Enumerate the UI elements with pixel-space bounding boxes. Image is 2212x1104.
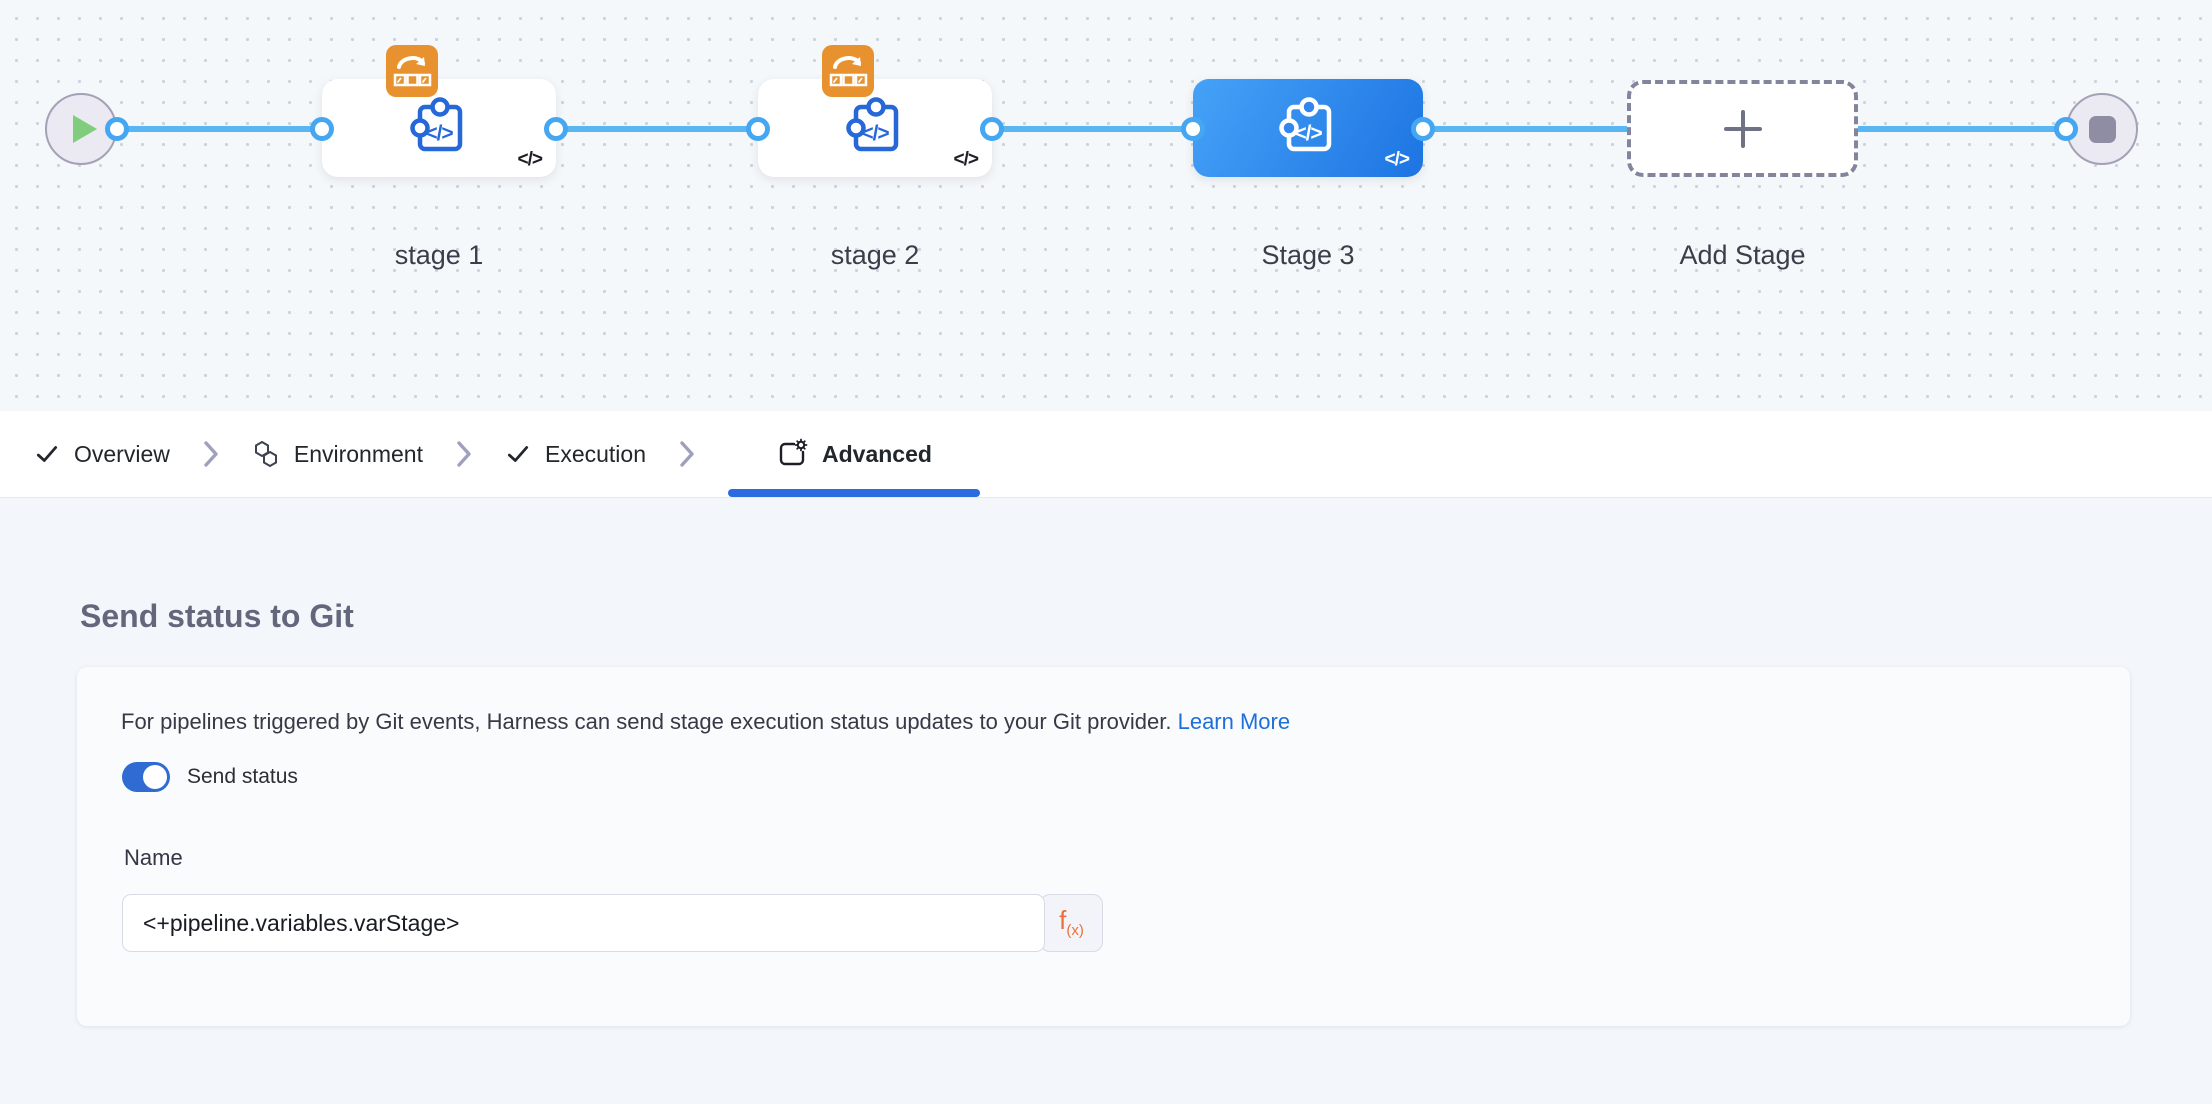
expression-button[interactable]: f(x) bbox=[1040, 894, 1103, 952]
card-description: For pipelines triggered by Git events, H… bbox=[121, 709, 1290, 735]
tab-label: Advanced bbox=[822, 440, 932, 467]
edge-stage3-addstage bbox=[1423, 126, 1631, 132]
port[interactable] bbox=[1411, 117, 1435, 141]
edge-stage2-stage3 bbox=[992, 126, 1193, 132]
send-status-toggle[interactable] bbox=[122, 762, 170, 792]
name-input-group: f(x) bbox=[122, 894, 1103, 952]
tab-overview[interactable]: Overview bbox=[34, 411, 170, 497]
panel-heading: Send status to Git bbox=[80, 598, 354, 634]
send-status-card: For pipelines triggered by Git events, H… bbox=[77, 667, 2130, 1026]
send-status-toggle-row: Send status bbox=[122, 762, 298, 792]
custom-stage-icon: </> bbox=[407, 96, 471, 160]
plus-icon bbox=[1723, 109, 1762, 148]
stage-label[interactable]: Stage 3 bbox=[1261, 240, 1355, 270]
port[interactable] bbox=[544, 117, 568, 141]
stop-icon bbox=[2088, 115, 2116, 143]
pipeline-canvas[interactable]: </> </> </> </> bbox=[0, 0, 2212, 411]
fx-expression-icon: f(x) bbox=[1059, 905, 1084, 940]
name-field-label: Name bbox=[124, 845, 183, 870]
port[interactable] bbox=[310, 117, 334, 141]
advanced-gear-icon bbox=[776, 438, 808, 470]
port[interactable] bbox=[1181, 117, 1205, 141]
environment-icon bbox=[252, 439, 280, 469]
active-tab-underline bbox=[728, 489, 980, 497]
description-text: For pipelines triggered by Git events, H… bbox=[121, 709, 1172, 734]
chevron-right-icon bbox=[678, 439, 696, 469]
tab-environment[interactable]: Environment bbox=[252, 411, 423, 497]
port[interactable] bbox=[746, 117, 770, 141]
tab-execution[interactable]: Execution bbox=[505, 411, 646, 497]
advanced-panel: Send status to Git For pipelines trigger… bbox=[0, 498, 2212, 1104]
play-icon bbox=[72, 115, 97, 143]
chevron-right-icon bbox=[202, 439, 220, 469]
rolling-template-badge-icon bbox=[386, 45, 438, 97]
tab-label: Overview bbox=[74, 440, 170, 467]
stage-label[interactable]: stage 2 bbox=[830, 240, 920, 270]
port[interactable] bbox=[980, 117, 1004, 141]
add-stage-button[interactable] bbox=[1627, 80, 1858, 177]
learn-more-link[interactable]: Learn More bbox=[1177, 709, 1291, 734]
stage-node-1[interactable]: </> </> bbox=[322, 79, 556, 177]
yaml-code-icon: </> bbox=[517, 149, 544, 170]
add-stage-label[interactable]: Add Stage bbox=[1679, 240, 1806, 270]
check-icon bbox=[34, 441, 60, 467]
pipeline-end-node bbox=[2066, 93, 2138, 165]
stage-node-3-selected[interactable]: </> </> bbox=[1193, 79, 1423, 177]
stage-config-tabbar: Overview Environment Execution bbox=[0, 411, 2212, 498]
toggle-label: Send status bbox=[187, 765, 298, 788]
port[interactable] bbox=[2054, 117, 2078, 141]
custom-stage-icon: </> bbox=[843, 96, 907, 160]
name-input[interactable] bbox=[122, 894, 1045, 952]
edge-addstage-end bbox=[1854, 126, 2066, 132]
stage-label[interactable]: stage 1 bbox=[394, 240, 484, 270]
tab-advanced[interactable]: Advanced bbox=[728, 411, 980, 497]
toggle-knob bbox=[143, 765, 167, 789]
yaml-code-icon: </> bbox=[953, 149, 980, 170]
edge-start-stage1 bbox=[117, 126, 322, 132]
tab-label: Environment bbox=[293, 440, 423, 467]
yaml-code-icon: </> bbox=[1384, 149, 1411, 170]
check-icon bbox=[505, 441, 531, 467]
tab-label: Execution bbox=[544, 440, 646, 467]
port[interactable] bbox=[105, 117, 129, 141]
chevron-right-icon bbox=[455, 439, 473, 469]
custom-stage-icon: </> bbox=[1276, 96, 1340, 160]
stage-node-2[interactable]: </> </> bbox=[758, 79, 992, 177]
rolling-template-badge-icon bbox=[822, 45, 874, 97]
edge-stage1-stage2 bbox=[556, 126, 758, 132]
